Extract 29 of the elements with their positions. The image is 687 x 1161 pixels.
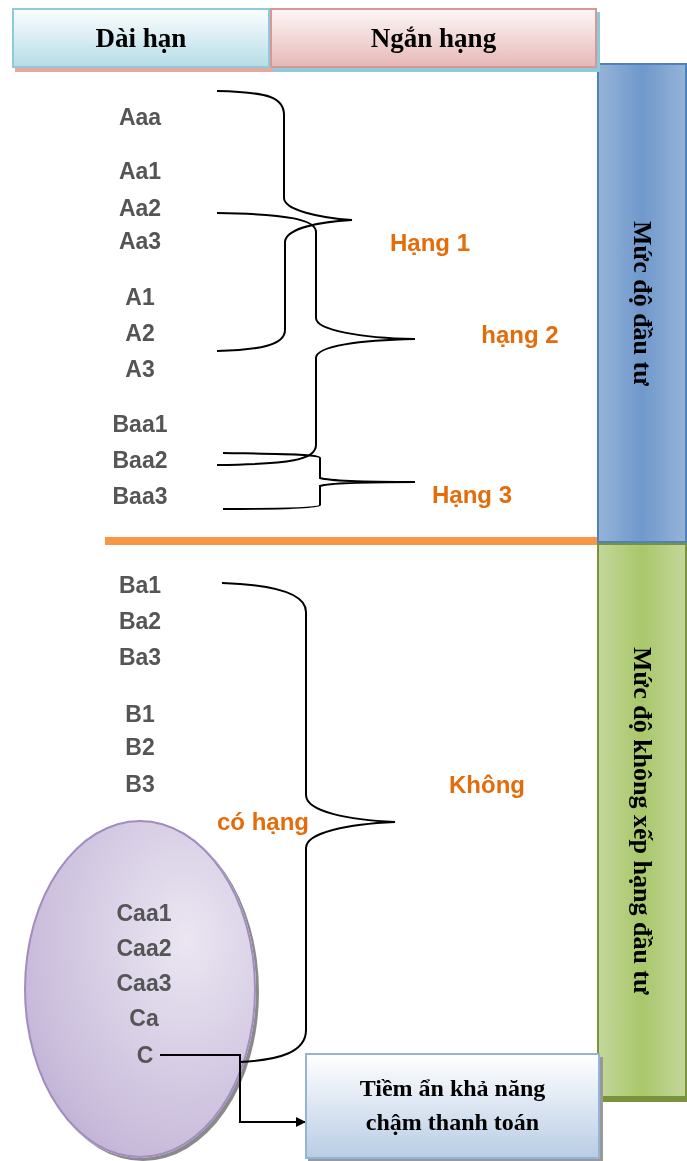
rating-label: B1 [125,700,155,728]
rating-label: Aa1 [118,157,162,185]
rating-label: Ba3 [118,643,162,671]
note-box: Tiềm ẩn khả năng chậm thanh toán [305,1053,600,1159]
rating-label: Caa2 [116,934,172,962]
category-band: Mức độ đầu tư [597,63,687,543]
rating-label: Baa2 [112,446,168,474]
rating-label: A2 [125,319,155,347]
group-label: Không [449,771,525,799]
rating-label: Caa3 [116,969,172,997]
group-label: Hạng 3 [432,481,512,509]
group-label: Hạng 1 [390,229,470,257]
rating-label: B2 [125,733,155,761]
rating-label: Ba2 [118,607,162,635]
rating-label: Aa2 [118,194,162,222]
rating-label: B3 [125,770,155,798]
rating-label: Caa1 [116,899,172,927]
rating-label: Baa1 [112,410,168,438]
rating-label: Aaa [118,103,162,131]
rating-label: A1 [125,283,155,311]
rating-label: A3 [125,355,155,383]
group-label: hạng 2 [481,321,559,349]
rating-label: Baa3 [112,482,168,510]
rating-label: Aa3 [118,227,162,255]
group-label: có hạng [217,808,309,836]
rating-label: Ba1 [118,571,162,599]
rating-label: C [130,1040,160,1070]
rating-label: Ca [129,1004,159,1032]
arrow [159,1054,306,1127]
